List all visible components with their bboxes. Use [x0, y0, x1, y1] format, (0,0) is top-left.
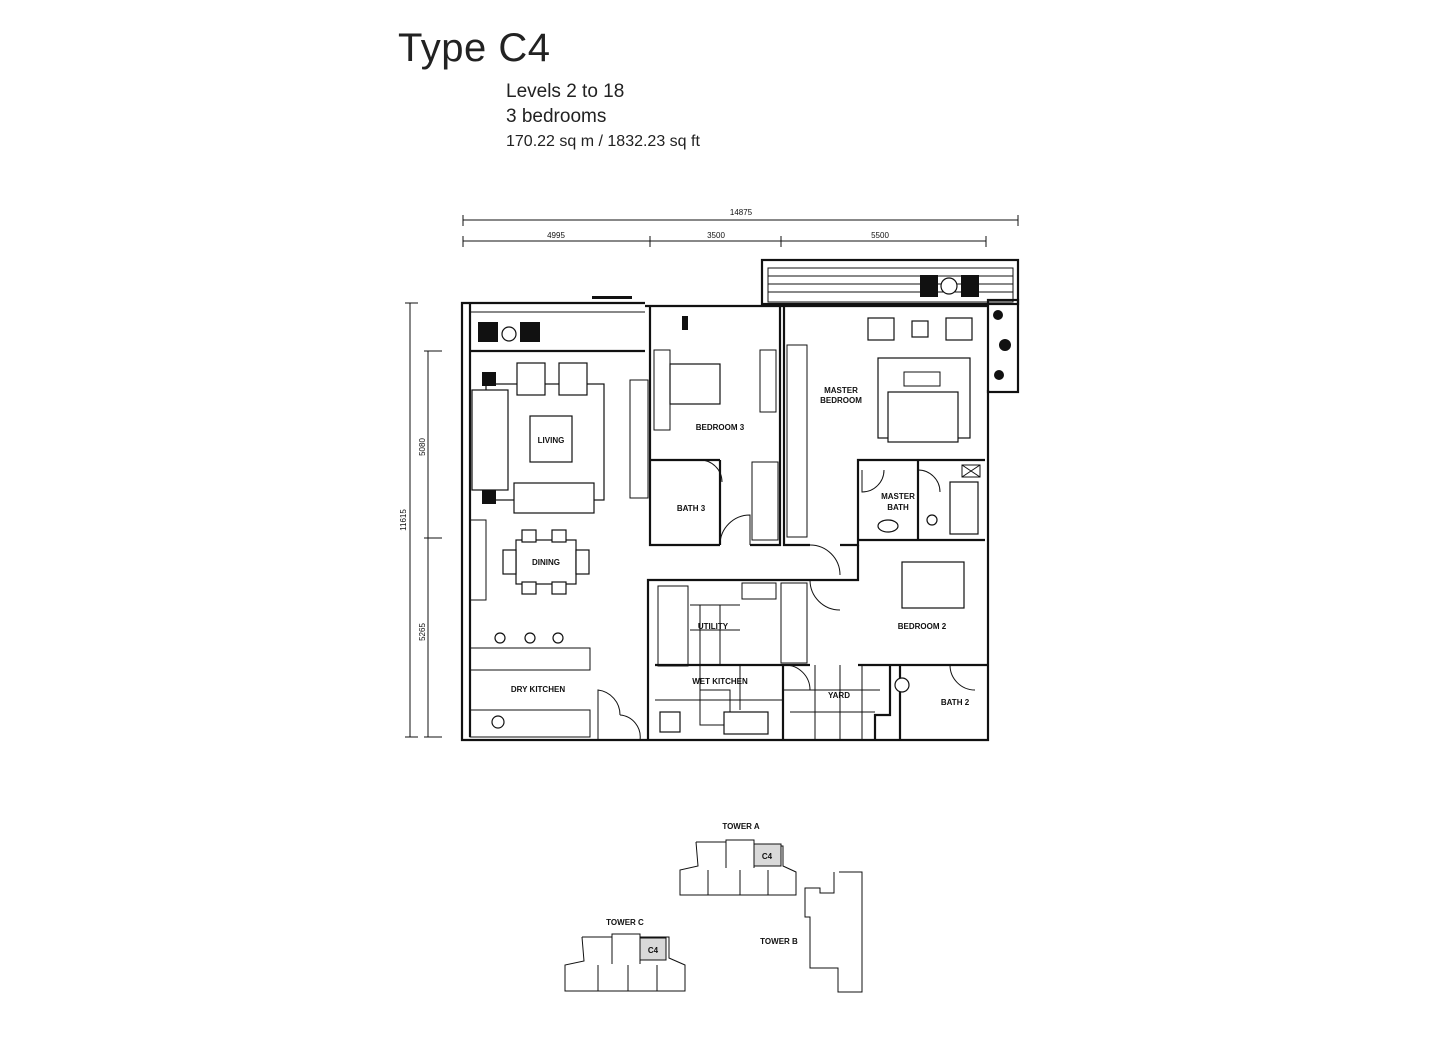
key-plan: TOWER A C4 TOWER C C4 TOWER B: [564, 822, 863, 993]
interior-walls: [469, 306, 988, 740]
dim-depth-2: 5265: [418, 623, 427, 641]
tower-a-unit-label: C4: [762, 852, 773, 861]
label-bedroom-3: BEDROOM 3: [696, 423, 745, 432]
tower-c-unit-c4: [639, 937, 667, 961]
label-utility: UTILITY: [698, 622, 729, 631]
tower-a-unit-c4: [753, 843, 782, 867]
label-master-bedroom-2: BEDROOM: [820, 396, 862, 405]
label-dry-kitchen: DRY KITCHEN: [511, 685, 565, 694]
label-master-bath-2: BATH: [887, 503, 909, 512]
furniture: [469, 316, 981, 738]
label-dining: DINING: [532, 558, 560, 567]
label-master-bath-1: MASTER: [881, 492, 915, 501]
room-labels: LIVING DINING DRY KITCHEN BEDROOM 3 BATH…: [511, 386, 970, 707]
unit-type-title: Type C4: [398, 26, 551, 70]
label-wet-kitchen: WET KITCHEN: [692, 677, 748, 686]
dim-width-1: 4995: [547, 231, 565, 240]
bedrooms-text: 3 bedrooms: [506, 106, 607, 127]
area-text: 170.22 sq m / 1832.23 sq ft: [506, 133, 700, 150]
dim-depth-1: 5080: [418, 438, 427, 456]
label-bath-2: BATH 2: [941, 698, 970, 707]
label-master-bedroom-1: MASTER: [824, 386, 858, 395]
label-bath-3: BATH 3: [677, 504, 706, 513]
floor-tiles: [655, 604, 880, 740]
label-yard: YARD: [828, 691, 850, 700]
levels-text: Levels 2 to 18: [506, 81, 625, 102]
doors: [597, 459, 976, 741]
dim-overall-depth: 11615: [399, 509, 408, 531]
label-bedroom-2: BEDROOM 2: [898, 622, 947, 631]
left-dimensions: 11615 5080 5265: [399, 302, 442, 738]
tower-b-label: TOWER B: [760, 937, 798, 946]
top-dimensions: 14875 4995 3500 5500: [462, 208, 1019, 247]
tower-a-label: TOWER A: [722, 822, 760, 831]
dim-overall-width: 14875: [730, 208, 753, 217]
label-living: LIVING: [538, 436, 565, 445]
dim-width-3: 5500: [871, 231, 889, 240]
tower-c-label: TOWER C: [606, 918, 644, 927]
balcony: [760, 258, 1020, 394]
dim-width-2: 3500: [707, 231, 725, 240]
tower-c-unit-label: C4: [648, 946, 659, 955]
